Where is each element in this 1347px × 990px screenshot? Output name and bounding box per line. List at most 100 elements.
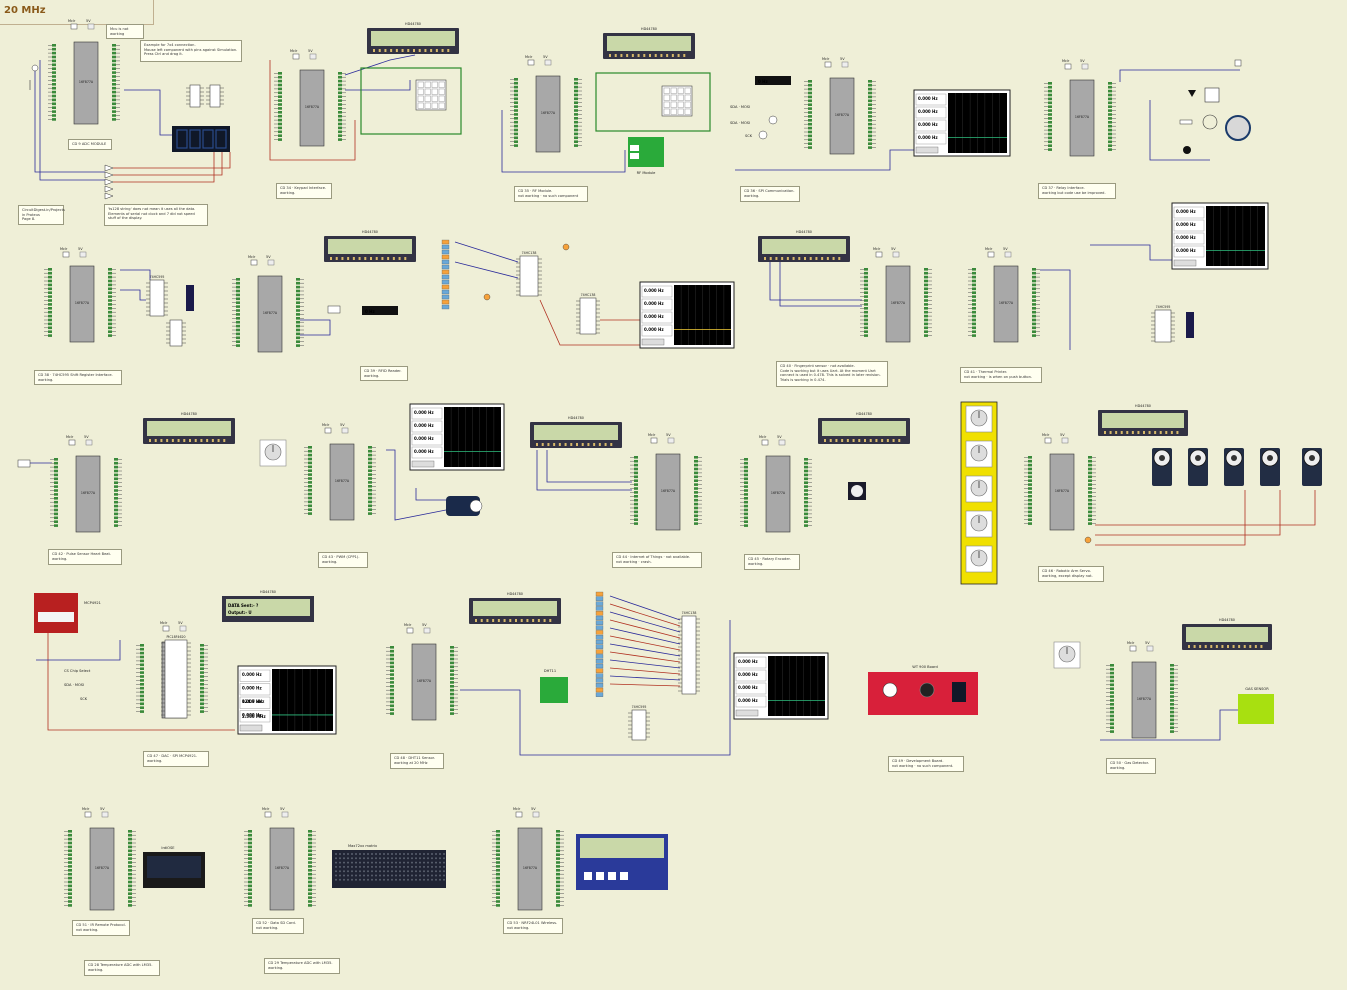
pin (808, 119, 812, 122)
channel-frequency: 0.000 Hz (242, 686, 262, 691)
matrix-dot (391, 857, 393, 860)
matrix-dot (423, 870, 425, 873)
annotation-note[interactable]: CD 42 · Pulse Sensor Heart Beat. working… (48, 549, 122, 565)
lcd-display: HD44780 (143, 412, 235, 444)
chip-body (655, 453, 681, 531)
pin (972, 334, 976, 337)
matrix-dot (375, 861, 377, 864)
lcd-pin (1199, 645, 1202, 648)
annotation-note[interactable]: CD 35 · RF Module. not working · no such… (514, 186, 588, 202)
annotation-note[interactable]: CD 28 Temperature ADC with LM35. working… (84, 960, 160, 976)
pin (140, 702, 144, 706)
matrix-dot (407, 857, 409, 860)
annotation-note[interactable]: CD 34 · Keypad Interface. working. (276, 183, 332, 199)
channel-frequency: 0.000 Hz (414, 436, 434, 441)
pin (556, 900, 560, 903)
pin (248, 880, 252, 884)
matrix-dot (427, 853, 429, 855)
pin (114, 461, 118, 465)
pin (52, 79, 56, 82)
lcd-title: HD44780 (796, 230, 812, 234)
pin (296, 305, 300, 308)
pin (200, 655, 204, 659)
chip-label: 16F877A (263, 311, 278, 315)
matrix-dot (379, 870, 381, 873)
annotation-note[interactable]: CD 48 · DHT11 Sensor. working at 20 MHz (390, 753, 444, 769)
seven-segment-display (172, 126, 230, 152)
lcd-pin (378, 49, 381, 52)
pin (296, 301, 300, 304)
pin (108, 283, 112, 287)
annotation-note[interactable]: CD 47 · DAC · SPI MCP4921. working. (143, 751, 209, 767)
annotation-note[interactable]: CD 41 · Thermal Printer. not working · i… (960, 367, 1042, 383)
matrix-dot (415, 857, 417, 860)
logic-input (595, 687, 604, 693)
pin (1088, 483, 1092, 486)
matrix-dot (363, 865, 365, 868)
pin (1088, 518, 1092, 521)
lcd-pin (358, 257, 361, 260)
pin (496, 849, 500, 853)
pin (634, 467, 638, 471)
annotation-note[interactable]: Example for 7x4 connection. Mouse left c… (140, 40, 242, 62)
matrix-dot (335, 865, 337, 868)
annotation-note[interactable]: CD 52 · Data SD Card. not working. (252, 918, 304, 934)
pin (52, 63, 56, 67)
pin (1048, 128, 1052, 132)
scope-button (735, 709, 759, 717)
chip-label: 16F877A (335, 479, 350, 483)
matrix-dot (407, 853, 409, 855)
annotation-note[interactable]: CircuitDigest.in/Projects in Proteus Pag… (18, 205, 65, 225)
key (677, 94, 684, 101)
annotation-note[interactable]: CD 40 · Fingerprint sensor · not availab… (776, 361, 888, 387)
pin (48, 334, 52, 337)
pin (54, 516, 58, 520)
annotation-note[interactable]: CD 29 Temperature ADC with LM35. working… (264, 958, 340, 974)
pin (200, 667, 204, 670)
pin (108, 318, 112, 322)
annotation-note[interactable]: CD 45 · Rotary Encoder. working. (744, 554, 800, 570)
pin (1170, 730, 1174, 733)
pin (308, 888, 312, 892)
pin (390, 653, 394, 657)
annotation-note[interactable]: CD 46 · Robotic Arm Servo. working, exce… (1038, 566, 1104, 582)
pin (278, 75, 282, 79)
annotation-note[interactable]: CD 9 ADC MODULE (68, 139, 112, 150)
matrix-dot (427, 857, 429, 860)
annotation-note[interactable]: CD 39 · RFID Reader. working. (360, 366, 408, 382)
annotation-note[interactable]: CD 53 · NRF24L01 Wireless. not working. (503, 918, 563, 934)
oscilloscope: 0.000 Hz0.000 Hz0.000 Hz0.000 Hz (1171, 202, 1269, 270)
pin (338, 79, 342, 83)
matrix-dot (435, 878, 437, 881)
key (438, 88, 445, 95)
pin-header (1108, 82, 1116, 151)
scope-button (641, 338, 665, 346)
pin (128, 896, 132, 899)
lcd-display: HD44780 (530, 416, 622, 448)
annotation-note[interactable]: CD 44 · Internet of Things · not availab… (612, 552, 702, 568)
annotation-note[interactable]: CD 49 · Development Board. not working ·… (888, 756, 964, 772)
annotation-note[interactable]: CD 51 · IR Remote Protocol. not working. (72, 920, 130, 936)
annotation-note[interactable]: CD 37 · Relay Interface. working but cod… (1038, 183, 1116, 199)
annotation-note[interactable]: 'ts128 string' does not mean it uses all… (104, 204, 208, 226)
pin (68, 900, 72, 903)
pin (338, 122, 342, 126)
annotation-note[interactable]: CD 43 · PWM (CPP1). working. (318, 552, 368, 568)
wire (536, 450, 632, 491)
pin-header (1088, 456, 1096, 525)
pin (868, 83, 872, 87)
pin (140, 667, 144, 670)
logic-input (595, 625, 604, 630)
matrix-dot (415, 878, 417, 881)
annotation-note[interactable]: Mcu is not working (106, 24, 144, 40)
annotation-note[interactable]: CD 36 · SPI Communication. working. (740, 186, 800, 202)
ic-label: 74HC138 (682, 611, 697, 615)
key (417, 102, 424, 109)
annotation-note[interactable]: CD 50 · Gas Detector. working. (1106, 758, 1156, 774)
pin (1108, 113, 1112, 116)
lcd-pin (395, 49, 398, 52)
pin (338, 134, 342, 137)
annotation-note[interactable]: CD 38 · 74HC595 Shift Register Interface… (34, 370, 122, 386)
